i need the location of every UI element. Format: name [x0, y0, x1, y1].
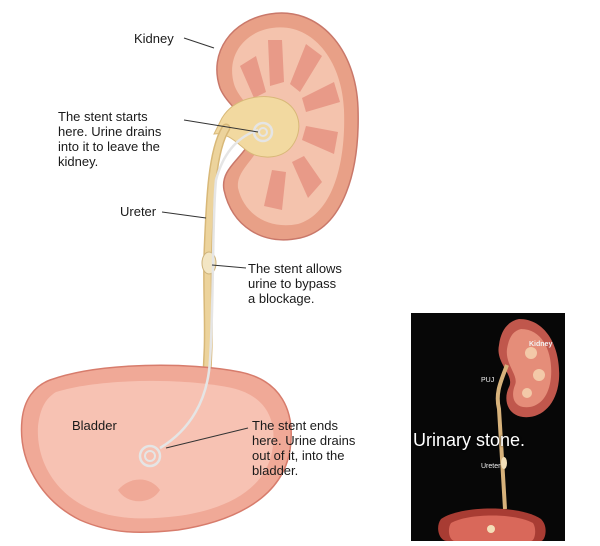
urinary-stone-inset: Kidney PUJ Urinary stone. Ureter [411, 313, 565, 541]
stent-end-label: The stent ends here. Urine drains out of… [252, 418, 356, 478]
bladder-label: Bladder [72, 418, 117, 433]
kidney-label: Kidney [134, 31, 174, 46]
inset-kidney-label: Kidney [529, 341, 553, 348]
inset-ureter-label: Ureter [481, 463, 501, 470]
inset-puj-label: PUJ [481, 377, 495, 384]
inset-title: Urinary stone. [413, 430, 526, 450]
stent-bypass-label: The stent allows urine to bypass a block… [248, 261, 342, 306]
stent-start-label: The stent starts here. Urine drains into… [58, 109, 162, 169]
leader-lines [161, 37, 259, 449]
stent-bladder-coil [138, 444, 162, 468]
kidney-shape [213, 12, 359, 241]
stent-tube [159, 128, 259, 450]
inset-illustration [438, 319, 560, 541]
stent-kidney-coil [252, 121, 274, 143]
ureter-label: Ureter [120, 204, 157, 219]
